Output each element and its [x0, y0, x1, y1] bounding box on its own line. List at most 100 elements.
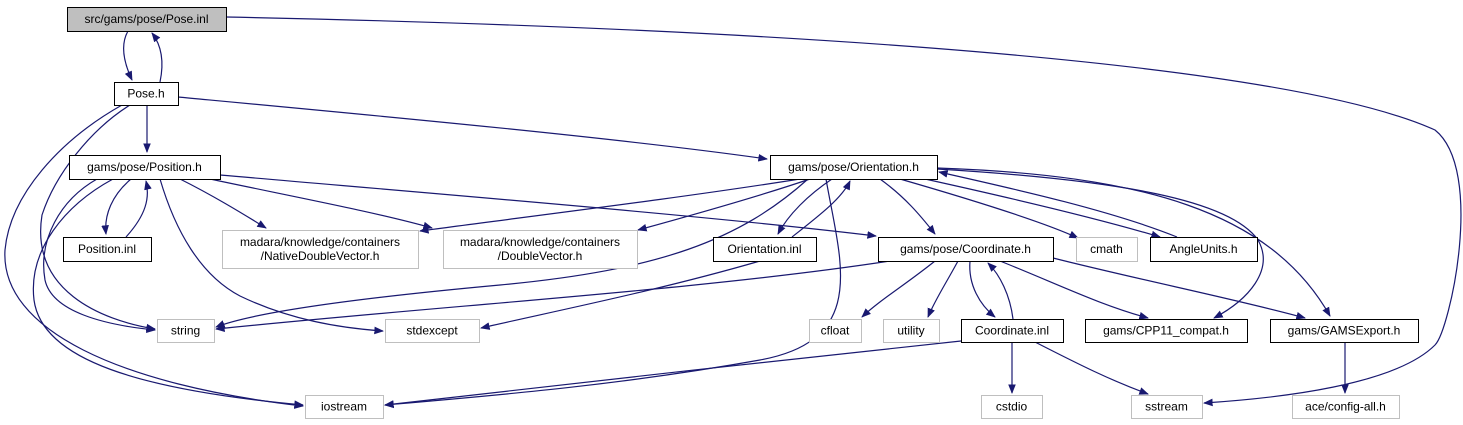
node-box — [1292, 395, 1400, 419]
node-pose-inl[interactable]: src/gams/pose/Pose.inl — [67, 7, 227, 32]
edge-position_h-to-string — [43, 178, 156, 333]
edge-coordinate_h-to-string — [215, 260, 891, 332]
node-box — [114, 82, 179, 106]
node-iostream: iostream — [305, 395, 384, 419]
edge-orientation_h-to-cpp11_compat — [936, 168, 1264, 319]
edge-pose_inl-to-sstream — [225, 16, 1462, 407]
node-box — [981, 395, 1043, 419]
node-position-h[interactable]: gams/pose/Position.h — [69, 155, 221, 180]
node-box — [1270, 319, 1419, 343]
node-angleunits-h[interactable]: AngleUnits.h — [1150, 237, 1258, 262]
node-label: gams/pose/Orientation.h — [788, 160, 919, 174]
node-cfloat: cfloat — [809, 319, 862, 343]
node-label: gams/GAMSExport.h — [1288, 324, 1401, 338]
node-box — [878, 237, 1054, 262]
edge-coordinate_h-to-cfloat — [861, 260, 936, 318]
edge-coordinate_h-to-cpp11_compat — [999, 260, 1149, 320]
node-label: src/gams/pose/Pose.inl — [84, 12, 208, 26]
edge-pose_h-to-pose_inl — [151, 32, 163, 83]
node-label: iostream — [321, 400, 367, 414]
edge-position_h-to-position_inl — [101, 178, 132, 235]
node-string: string — [157, 319, 215, 343]
edge-orientation_inl-to-orientation_h — [791, 180, 851, 238]
edge-coordinate_h-to-utility — [927, 260, 959, 318]
node-label: Pose.h — [127, 87, 164, 101]
edges-layer — [4, 16, 1462, 409]
node-box — [1150, 237, 1258, 262]
node-label: gams/pose/Coordinate.h — [900, 242, 1031, 256]
node-label: madara/knowledge/containers/NativeDouble… — [240, 235, 400, 263]
node-orientation-h[interactable]: gams/pose/Orientation.h — [770, 155, 938, 180]
edge-coordinate_inl-to-iostream — [384, 340, 962, 408]
node-sstream: sstream — [1131, 395, 1203, 419]
node-label: Position.inl — [78, 242, 136, 256]
node-box — [222, 230, 419, 269]
node-label: gams/pose/Position.h — [87, 160, 202, 174]
node-label: string — [171, 324, 200, 338]
node-box — [770, 155, 938, 180]
node-label: sstream — [1145, 400, 1188, 414]
node-box — [1131, 395, 1203, 419]
node-double-vector: madara/knowledge/containers/DoubleVector… — [443, 230, 638, 269]
edge-orientation_h-to-string — [215, 178, 809, 328]
node-coordinate-inl[interactable]: Coordinate.inl — [961, 319, 1064, 343]
edge-orientation_h-to-orientation_inl — [777, 178, 833, 235]
node-box — [961, 319, 1064, 343]
node-cpp11-compat[interactable]: gams/CPP11_compat.h — [1085, 319, 1248, 343]
edge-orientation_h-to-coordinate_h — [879, 178, 936, 235]
node-gamsexport[interactable]: gams/GAMSExport.h — [1270, 319, 1419, 343]
node-box — [69, 155, 221, 180]
node-cmath: cmath — [1076, 237, 1138, 262]
node-box — [385, 319, 480, 343]
edge-orientation_h-to-gamsexport — [936, 167, 1331, 317]
edge-pose_h-to-iostream — [4, 104, 304, 409]
node-ace-config: ace/config-all.h — [1292, 395, 1400, 419]
edge-angleunits_h-to-orientation_h — [938, 170, 1178, 238]
edge-pose_h-to-string — [40, 104, 156, 332]
edge-pose_h-to-orientation_h — [177, 96, 768, 162]
node-box — [67, 7, 227, 32]
node-orientation-inl[interactable]: Orientation.inl — [713, 237, 817, 262]
edge-coordinate_inl-to-sstream — [1034, 341, 1149, 395]
edge-orientation_h-to-double_vector — [637, 178, 811, 232]
node-coordinate-h[interactable]: gams/pose/Coordinate.h — [878, 237, 1054, 262]
edge-orientation_h-to-angleunits_h — [924, 178, 1161, 239]
edge-orientation_h-to-iostream — [384, 178, 842, 409]
edge-orientation_h-to-cmath — [899, 178, 1079, 239]
node-box — [305, 395, 384, 419]
node-label: stdexcept — [406, 324, 458, 338]
node-box — [713, 237, 817, 262]
node-label: cmath — [1090, 242, 1123, 256]
edge-orientation_inl-to-stdexcept — [480, 260, 761, 330]
node-box — [63, 237, 152, 262]
edge-position_inl-to-position_h — [125, 180, 152, 238]
node-label: Coordinate.inl — [975, 324, 1049, 338]
node-native-dv: madara/knowledge/containers/NativeDouble… — [222, 230, 419, 269]
node-label: utility — [897, 324, 924, 338]
node-label: Orientation.inl — [727, 242, 801, 256]
node-utility: utility — [883, 319, 940, 343]
node-box — [1076, 237, 1138, 262]
node-label: AngleUnits.h — [1169, 242, 1237, 256]
edge-position_h-to-native_dv — [179, 178, 267, 229]
node-box — [157, 319, 215, 343]
node-cstdio: cstdio — [981, 395, 1043, 419]
node-label: cfloat — [821, 324, 850, 338]
node-pose-h[interactable]: Pose.h — [114, 82, 179, 106]
edge-position_h-to-stdexcept — [159, 178, 384, 335]
node-position-inl[interactable]: Position.inl — [63, 237, 152, 262]
node-label: cstdio — [996, 400, 1028, 414]
edge-coordinate_h-to-coordinate_inl — [969, 260, 996, 318]
node-label: gams/CPP11_compat.h — [1103, 324, 1229, 338]
node-box — [443, 230, 638, 269]
edge-pose_inl-to-pose_h — [123, 30, 133, 81]
node-box — [1085, 319, 1248, 343]
edge-orientation_h-to-native_dv — [419, 178, 801, 234]
edge-coordinate_inl-to-coordinate_h — [987, 262, 1014, 320]
node-box — [883, 319, 940, 343]
edge-position_h-to-coordinate_h — [219, 174, 877, 239]
edge-position_h-to-iostream — [32, 178, 304, 409]
node-label: madara/knowledge/containers/DoubleVector… — [460, 235, 620, 263]
edge-position_h-to-double_vector — [209, 178, 433, 230]
